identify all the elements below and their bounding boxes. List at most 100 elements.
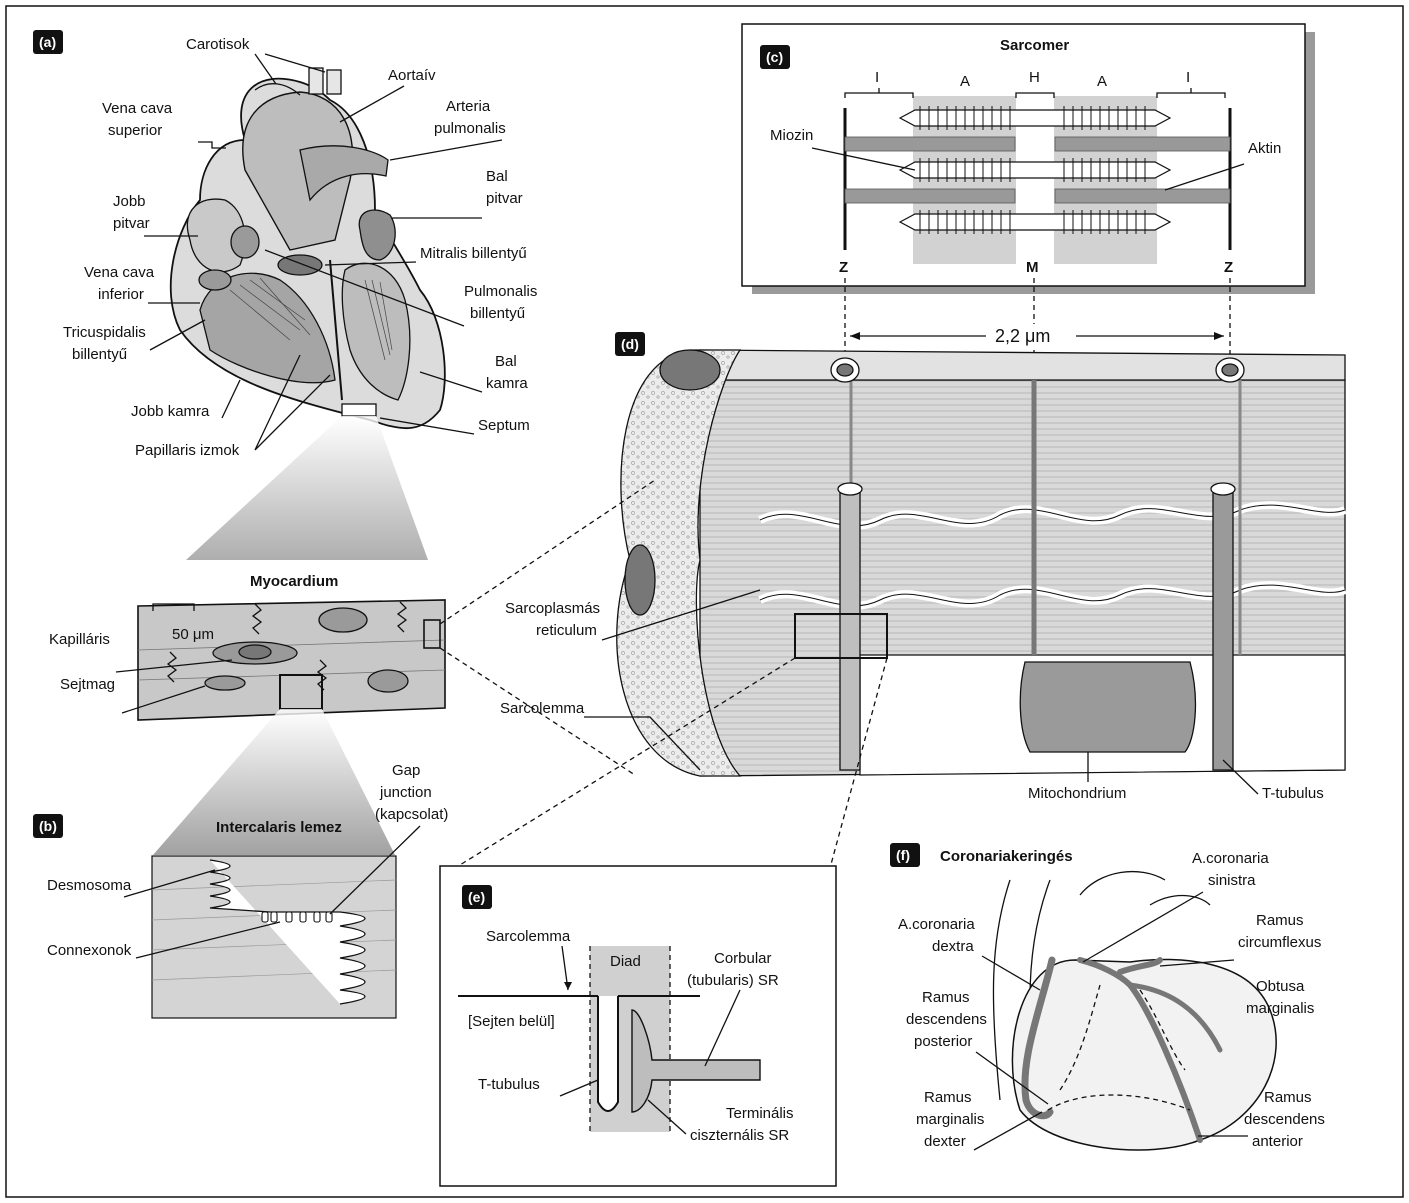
panel-tag-a-text: (a) bbox=[39, 34, 56, 50]
nucleus-3 bbox=[368, 670, 408, 692]
myosin-filament bbox=[900, 214, 1170, 230]
label-scale-50um: 50 μm bbox=[172, 626, 214, 643]
t-tubule-right-opening bbox=[1211, 483, 1235, 495]
myocardium-panel: Myocardium 50 μm Kapilláris Sejtmag bbox=[49, 573, 445, 720]
label-mdexter-3: dexter bbox=[924, 1133, 966, 1150]
label-gap-3: (kapcsolat) bbox=[375, 806, 448, 823]
pointer-aortaiv bbox=[340, 86, 404, 122]
carotid-vessel-2 bbox=[327, 70, 341, 94]
label-kapillaris: Kapilláris bbox=[49, 631, 110, 648]
label-diad: Diad bbox=[610, 953, 641, 970]
panel-tag-b-text: (b) bbox=[39, 818, 57, 834]
label-diad-ttubulus: T-tubulus bbox=[478, 1076, 540, 1093]
capillary-nucleus bbox=[239, 645, 271, 659]
panel-tag-b: (b) bbox=[33, 814, 63, 838]
label-posterior-2: descendens bbox=[906, 1011, 987, 1028]
nucleus-2 bbox=[205, 676, 245, 690]
fiber-panel: (d) Sarcoplasmás reticulum Sarcolemma bbox=[500, 332, 1345, 802]
heart-zoom-box bbox=[342, 404, 376, 416]
pointer-arteria bbox=[390, 140, 502, 160]
label-obtusa-1: Obtusa bbox=[1256, 978, 1305, 995]
label-connexonok: Connexonok bbox=[47, 942, 132, 959]
label-desmosoma: Desmosoma bbox=[47, 877, 132, 894]
nucleus-1 bbox=[319, 608, 367, 632]
heart-panel: (a) Carotisok Aortaív Ve bbox=[33, 30, 537, 459]
panel-tag-c-text: (c) bbox=[766, 49, 783, 65]
intercalaris-title: Intercalaris lemez bbox=[216, 819, 342, 836]
label-anterior-1: Ramus bbox=[1264, 1089, 1312, 1106]
label-mitralis: Mitralis billentyű bbox=[420, 245, 527, 262]
label-aortaiv: Aortaív bbox=[388, 67, 436, 84]
label-balkamra-1: Bal bbox=[495, 353, 517, 370]
panel-tag-e: (e) bbox=[462, 885, 492, 909]
sarcomer-title: Sarcomer bbox=[1000, 37, 1069, 54]
label-pulm-2: billentyű bbox=[470, 305, 525, 322]
label-i-left: I bbox=[875, 69, 879, 86]
label-z-left: Z bbox=[839, 259, 848, 276]
label-papillaris: Papillaris izmok bbox=[135, 442, 240, 459]
myocardium-tissue bbox=[138, 600, 445, 720]
label-vci-1: Vena cava bbox=[84, 264, 155, 281]
label-carotisok: Carotisok bbox=[186, 36, 250, 53]
label-length: 2,2 μm bbox=[995, 326, 1050, 346]
label-sinistra-1: A.coronaria bbox=[1192, 850, 1269, 867]
label-posterior-1: Ramus bbox=[922, 989, 970, 1006]
label-mdexter-2: marginalis bbox=[916, 1111, 984, 1128]
mitochondrium bbox=[1020, 662, 1195, 752]
label-circumflexus-2: circumflexus bbox=[1238, 934, 1321, 951]
myofibril-end bbox=[660, 350, 720, 390]
label-m: M bbox=[1026, 259, 1039, 276]
myosin-filament bbox=[900, 162, 1170, 178]
label-balpitvar-1: Bal bbox=[486, 168, 508, 185]
label-h: H bbox=[1029, 69, 1040, 86]
t-tubule-top-right-inner bbox=[1222, 364, 1238, 376]
myosin-filament bbox=[900, 110, 1170, 126]
label-terminal-1: Terminális bbox=[726, 1105, 794, 1122]
panel-tag-f-text: (f) bbox=[896, 847, 910, 863]
label-anterior-3: anterior bbox=[1252, 1133, 1303, 1150]
label-pulm-1: Pulmonalis bbox=[464, 283, 537, 300]
carotid-vessel bbox=[309, 68, 323, 94]
myofibril-end-2 bbox=[625, 545, 655, 615]
label-jobbpitvar-1: Jobb bbox=[113, 193, 146, 210]
pulmonary-valve bbox=[231, 226, 259, 258]
panel-tag-c: (c) bbox=[760, 45, 790, 69]
panel-tag-d: (d) bbox=[615, 332, 645, 356]
label-vcs-1: Vena cava bbox=[102, 100, 173, 117]
label-sarcolemma: Sarcolemma bbox=[500, 700, 585, 717]
label-mdexter-1: Ramus bbox=[924, 1089, 972, 1106]
label-tricus-1: Tricuspidalis bbox=[63, 324, 146, 341]
label-diad-sarcolemma: Sarcolemma bbox=[486, 928, 571, 945]
label-vci-2: inferior bbox=[98, 286, 144, 303]
label-a-right: A bbox=[1097, 73, 1107, 90]
t-tubule-invagination bbox=[598, 996, 618, 1111]
label-sr-2: reticulum bbox=[536, 622, 597, 639]
panel-tag-e-text: (e) bbox=[468, 889, 485, 905]
panel-tag-a: (a) bbox=[33, 30, 63, 54]
t-tubule-right bbox=[1213, 490, 1233, 770]
label-ttubulus: T-tubulus bbox=[1262, 785, 1324, 802]
label-balkamra-2: kamra bbox=[486, 375, 528, 392]
label-obtusa-2: marginalis bbox=[1246, 1000, 1314, 1017]
label-aktin: Aktin bbox=[1248, 140, 1281, 157]
label-corbular-1: Corbular bbox=[714, 950, 772, 967]
label-anterior-2: descendens bbox=[1244, 1111, 1325, 1128]
label-sr-1: Sarcoplasmás bbox=[505, 600, 600, 617]
label-corbular-2: (tubularis) SR bbox=[687, 972, 779, 989]
panel-tag-f: (f) bbox=[890, 843, 920, 867]
label-sejtmag: Sejtmag bbox=[60, 676, 115, 693]
fiber-top bbox=[700, 350, 1345, 380]
label-inside: [Sejten belül] bbox=[468, 1013, 555, 1030]
panel-tag-d-text: (d) bbox=[621, 336, 639, 352]
myosin-filaments bbox=[900, 106, 1170, 234]
label-terminal-2: ciszternális SR bbox=[690, 1127, 789, 1144]
label-tricus-2: billentyű bbox=[72, 346, 127, 363]
t-tubule-top-left-inner bbox=[837, 364, 853, 376]
coronary-title: Coronariakeringés bbox=[940, 848, 1073, 865]
label-vcs-2: superior bbox=[108, 122, 162, 139]
label-gap-1: Gap bbox=[392, 762, 420, 779]
label-septum: Septum bbox=[478, 417, 530, 434]
sarcomere-panel: (c) Sarcomer I A H A I Miozin Aktin Z M … bbox=[742, 24, 1315, 294]
